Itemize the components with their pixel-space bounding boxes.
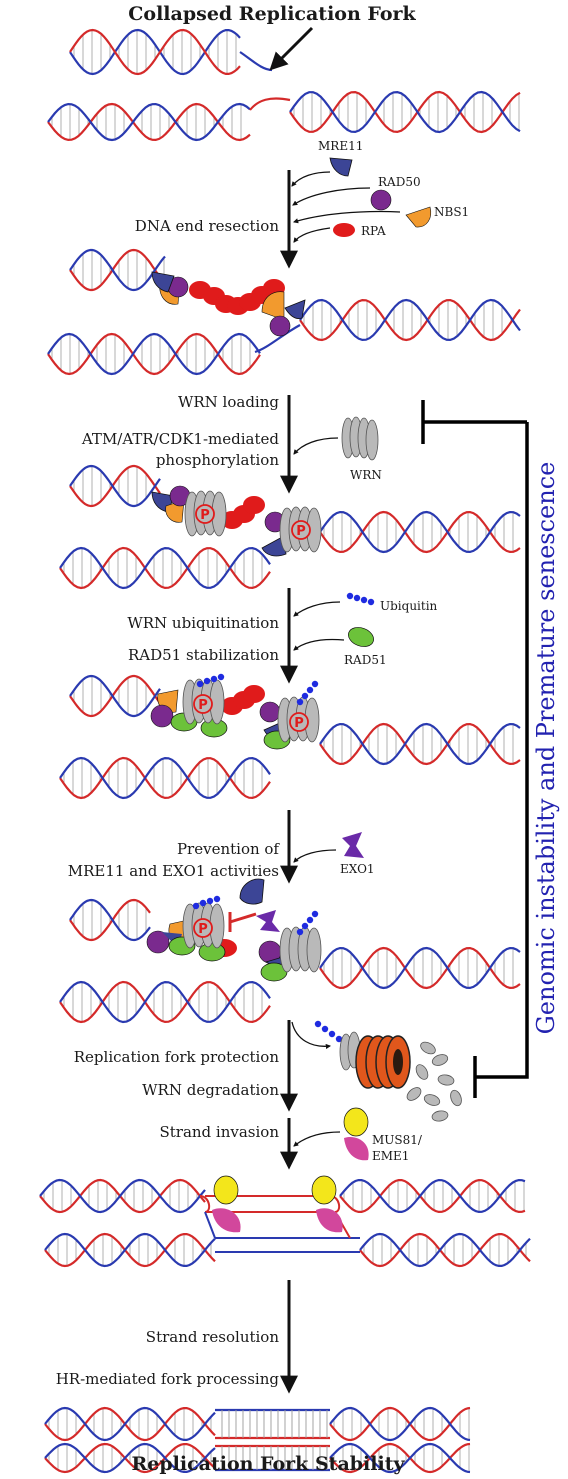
dna-helix-right (319, 510, 521, 554)
ubiquitinated-complex: P P (150, 673, 320, 750)
dna-product-bottom-right (329, 1442, 471, 1474)
recruit-arrow-wrn (293, 437, 339, 455)
step-ubiquitination: WRN ubiquitination (127, 614, 279, 632)
dna-helix-bottom (59, 980, 271, 1024)
dna-broken-end (249, 97, 291, 111)
step-rad51-stab: RAD51 stabilization (128, 646, 279, 664)
dna-helix-top (69, 28, 241, 76)
step-phospho-1: ATM/ATR/CDK1-mediated (81, 430, 279, 448)
resection-complex (151, 271, 306, 337)
nbs1-icon (261, 291, 285, 321)
dna-product-top-right (329, 1406, 471, 1442)
step-wrn-loading: WRN loading (178, 393, 279, 411)
ubiquitin-icon (346, 592, 375, 606)
dna-helix-right (289, 90, 521, 134)
dna-helix-left-top (39, 1178, 206, 1214)
label-ubiquitin: Ubiquitin (380, 599, 438, 613)
dna-junction-strand (254, 324, 301, 354)
label-exo1: EXO1 (340, 862, 375, 876)
exo1-icon (342, 832, 364, 858)
dna-product-bottom-left (44, 1442, 216, 1474)
mre11-icon (329, 157, 353, 177)
dna-helix-left-bottom (44, 1232, 216, 1268)
inhibition-mark (228, 912, 257, 932)
diagram-footer: Replication Fork Stability (131, 1453, 405, 1475)
wrn-icon (341, 416, 379, 461)
mre11-icon (151, 271, 175, 293)
dna-helix-bottom (59, 756, 271, 800)
dna-helix-right-bottom (359, 1232, 531, 1268)
step-fork-protection: Replication fork protection (74, 1048, 280, 1066)
dna-helix-right (319, 946, 521, 990)
phospho-icon (291, 520, 311, 540)
phospho-label: P (296, 524, 306, 539)
dna-broken-end (239, 51, 273, 72)
dna-helix-bottom (47, 102, 251, 142)
phospho-label: P (294, 716, 304, 731)
recruit-arrow-rad51 (293, 638, 345, 651)
dna-helices (39, 28, 531, 1474)
rad50-icon (370, 189, 392, 211)
nbs1-icon (405, 206, 432, 228)
step-wrn-degradation: WRN degradation (142, 1081, 279, 1099)
dna-helix-top (69, 464, 161, 508)
label-rad51: RAD51 (344, 653, 387, 667)
phospho-label: P (200, 508, 210, 523)
inhibition-bracket (421, 400, 529, 1098)
dna-helix-bottom (59, 546, 271, 590)
eme1-icon (344, 1136, 369, 1161)
dna-helix-right (319, 722, 521, 766)
collapse-arrow (269, 26, 314, 71)
step-strand-invasion: Strand invasion (159, 1123, 279, 1141)
protected-complex: P (146, 878, 322, 982)
phospho-label: P (198, 698, 208, 713)
step-prevention-1: Prevention of (177, 840, 280, 858)
step-strand-resolution: Strand resolution (146, 1328, 280, 1346)
wrn-loaded-complex: P P (151, 485, 322, 557)
label-mre11: MRE11 (318, 139, 363, 153)
dna-helix-top (69, 898, 151, 942)
phospho-label: P (198, 922, 208, 937)
label-nbs1: NBS1 (434, 205, 469, 219)
mus81-eme1-complex (212, 1175, 343, 1233)
dna-helix-bottom (47, 332, 261, 376)
rad50-icon (269, 315, 291, 337)
dna-helix-right-top (339, 1178, 526, 1214)
recruit-arrow-mus81 (293, 1131, 341, 1147)
mre11-icon (284, 299, 306, 319)
step-hr-processing: HR-mediated fork processing (56, 1370, 280, 1388)
label-rad50: RAD50 (378, 175, 421, 189)
step-phospho-2: phosphorylation (156, 451, 280, 469)
label-wrn: WRN (350, 468, 382, 482)
dna-helix-top (69, 674, 161, 718)
mre11-icon (239, 878, 265, 905)
recruit-arrow-exo1 (293, 849, 337, 863)
phospho-icon (195, 504, 215, 524)
rad51-icon (348, 627, 374, 647)
label-eme1: EME1 (372, 1149, 409, 1163)
exo1-icon (256, 910, 280, 932)
recruit-arrows-resection (291, 171, 401, 243)
proteasome-icon (314, 1020, 462, 1122)
dna-product-top-left (44, 1406, 216, 1442)
degradation-arrow (291, 1021, 332, 1050)
label-rpa: RPA (361, 224, 386, 238)
dna-helix-right (299, 298, 521, 342)
dna-helix-top (69, 248, 166, 292)
rpa-icon (333, 223, 355, 237)
recruit-arrow-ubiquitin (293, 601, 341, 617)
mus81-icon (343, 1107, 369, 1137)
step-resection: DNA end resection (135, 217, 280, 235)
diagram-title: Collapsed Replication Fork (128, 3, 416, 25)
side-label: Genomic instability and Premature senesc… (532, 462, 560, 1035)
step-prevention-2: MRE11 and EXO1 activities (68, 862, 279, 880)
label-mus81: MUS81/ (372, 1133, 423, 1147)
